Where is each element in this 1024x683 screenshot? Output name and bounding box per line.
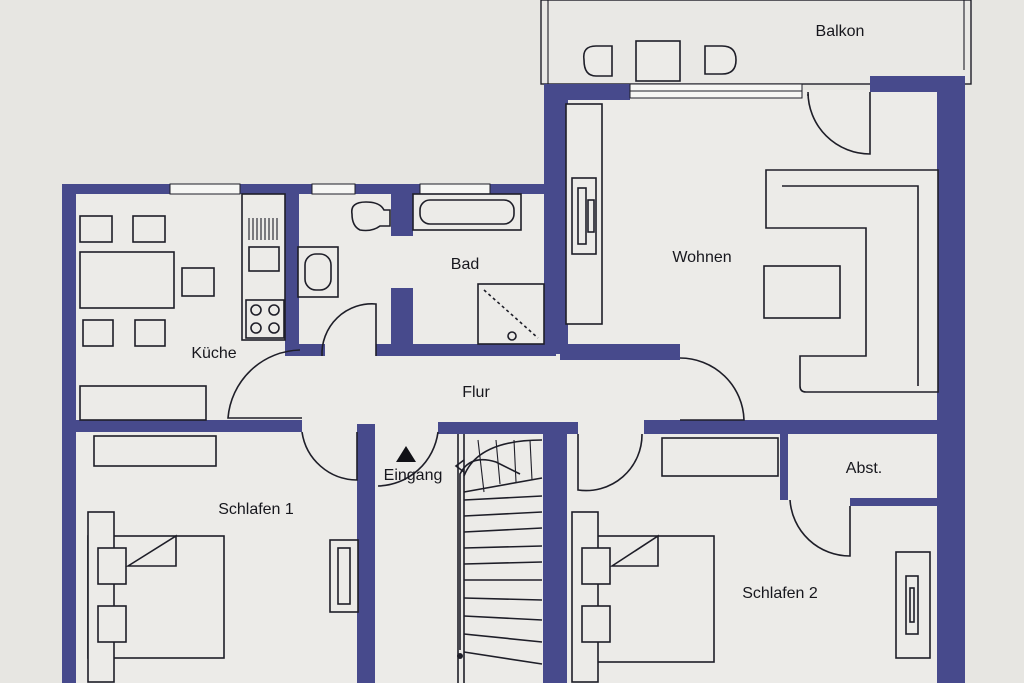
door-kitchen <box>227 349 302 419</box>
living-furniture <box>565 103 939 393</box>
wardrobe-2 <box>661 437 779 477</box>
label-wohnen: Wohnen <box>672 249 731 266</box>
doors <box>227 91 871 557</box>
balcony-chair-left <box>582 45 613 77</box>
sofa <box>765 169 939 393</box>
windows <box>169 83 803 195</box>
label-abst: Abst. <box>846 460 882 477</box>
label-kueche: Küche <box>191 345 236 362</box>
door-entrance <box>377 431 439 487</box>
label-eingang: Eingang <box>384 467 443 484</box>
bedroom-2-furniture <box>571 437 931 683</box>
kitchen-sink <box>248 246 280 272</box>
label-flur: Flur <box>462 384 490 401</box>
balcony-table <box>635 40 681 82</box>
triangle-up-icon <box>396 446 416 462</box>
label-bad: Bad <box>451 256 479 273</box>
door-bedroom-1 <box>301 431 358 481</box>
walls <box>62 76 965 683</box>
coffee-table <box>763 265 841 319</box>
dish-rack <box>248 218 278 240</box>
balcony-chair-right <box>704 45 737 75</box>
door-storage <box>789 499 851 557</box>
bedroom-1-furniture <box>87 435 359 683</box>
door-bath <box>321 303 377 357</box>
staircase <box>454 434 543 683</box>
door-balcony <box>807 91 871 155</box>
door-bedroom-2 <box>577 433 643 492</box>
balcony <box>540 0 972 85</box>
toilet <box>350 201 391 232</box>
room-labels: Balkon Wohnen Bad Küche Flur Eingang Abs… <box>191 23 882 602</box>
dining-table <box>79 251 175 309</box>
nightstand-1 <box>329 539 359 613</box>
label-schlafen-1: Schlafen 1 <box>218 501 294 518</box>
bathroom-fixtures <box>297 193 545 345</box>
door-living <box>679 357 745 421</box>
kitchen-furniture <box>79 193 286 421</box>
label-balkon: Balkon <box>816 23 865 40</box>
label-schlafen-2: Schlafen 2 <box>742 585 818 602</box>
stair-direction-arrow <box>459 458 521 650</box>
stove <box>245 299 285 339</box>
nightstand-2 <box>895 551 931 659</box>
wardrobe-1 <box>93 435 217 467</box>
